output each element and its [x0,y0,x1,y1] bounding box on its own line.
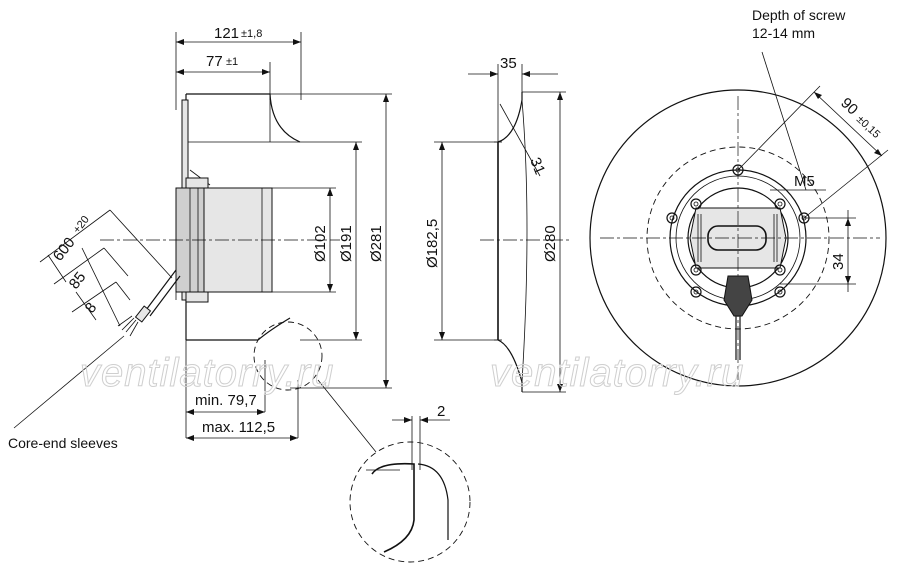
dim-d182: Ø182,5 [424,219,441,268]
watermark-right: ventilatorry.ru [490,351,744,395]
side-view: 121 ±1,8 77 ±1 [8,25,392,453]
dim-85: 85 [66,269,90,293]
dim-m5: M5 [794,173,815,190]
dim-34: 34 [830,253,847,270]
section-view: 35 31 Ø182,5 Ø280 [424,55,570,393]
dim-2: 2 [437,403,445,420]
dim-600-tol: +20 [71,214,92,236]
dim-35: 35 [500,55,517,72]
dim-d191: Ø191 [338,225,355,262]
dim-90: 90 [837,94,861,118]
dim-77: 77 [206,53,223,70]
cable [117,269,181,337]
watermark-left: ventilatorry.ru [80,351,334,395]
dim-90-tol: ±0,15 [854,113,882,140]
dim-max: max. 112,5 [202,419,275,436]
dim-8: 8 [82,299,101,316]
dim-31: 31 [526,155,548,177]
dim-77-tol: ±1 [226,56,238,68]
dim-121-tol: ±1,8 [241,28,262,40]
dim-min: min. 79,7 [195,392,257,409]
front-view: 90 ±0,15 M5 34 Depth of screw 12-14 mm [589,7,889,387]
detail-view: 2 [349,403,471,563]
dim-d280: Ø280 [542,225,559,262]
dim-121: 121 [214,25,239,42]
dim-d281: Ø281 [368,225,385,262]
depth-label-1: Depth of screw [752,7,846,23]
depth-label-2: 12-14 mm [752,25,815,41]
dim-600: 600 [50,234,79,264]
core-end-label: Core-end sleeves [8,435,118,451]
dim-d102: Ø102 [312,225,329,262]
